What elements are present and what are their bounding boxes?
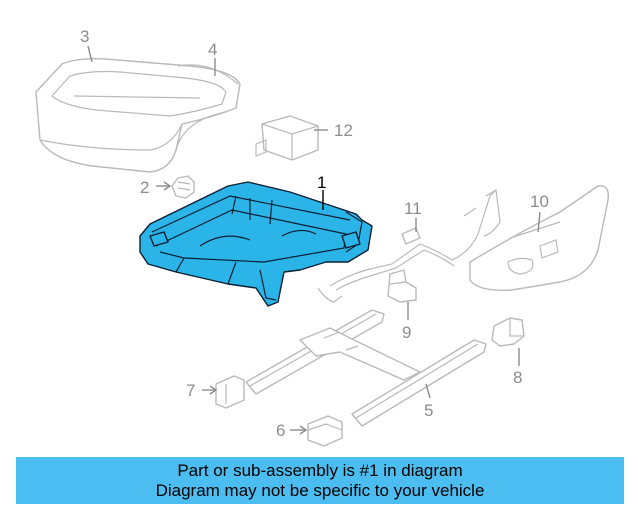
seat-frame-part-1 xyxy=(139,181,373,307)
leader-line-7-arrow xyxy=(209,385,218,395)
parts-diagram: 1 2 3 4 5 6 7 8 9 10 11 12 xyxy=(35,27,609,447)
module-part-12 xyxy=(255,115,319,161)
banner-line-2: Diagram may not be specific to your vehi… xyxy=(155,480,485,500)
banner-line-1: Part or sub-assembly is #1 in diagram xyxy=(177,460,463,480)
seat-cushion-part-3-4 xyxy=(35,57,241,173)
callout-4: 4 xyxy=(208,40,217,59)
callout-12: 12 xyxy=(334,121,353,140)
bolt-part-2 xyxy=(171,175,195,199)
callout-9: 9 xyxy=(402,323,411,342)
callout-2: 2 xyxy=(140,178,149,197)
callout-11: 11 xyxy=(404,199,422,218)
callout-7: 7 xyxy=(186,381,195,400)
callout-1: 1 xyxy=(317,173,326,192)
callout-8: 8 xyxy=(513,368,522,387)
callout-5: 5 xyxy=(424,401,433,420)
leader-line-10 xyxy=(537,211,541,233)
callout-10: 10 xyxy=(530,192,549,211)
bracket-part-6 xyxy=(307,415,343,447)
side-shield-part-10 xyxy=(469,185,609,291)
bracket-part-8 xyxy=(491,317,525,347)
leader-line-5 xyxy=(425,383,431,399)
seat-track-part-5 xyxy=(245,309,487,427)
callout-3: 3 xyxy=(80,27,89,46)
info-banner: Part or sub-assembly is #1 in diagram Di… xyxy=(16,457,624,504)
leader-line-2-arrow xyxy=(163,181,172,191)
leader-line-3 xyxy=(87,45,93,63)
bracket-part-7 xyxy=(215,375,245,409)
bracket-part-9 xyxy=(387,269,417,303)
leader-line-6-arrow xyxy=(299,425,308,435)
callout-6: 6 xyxy=(276,421,285,440)
